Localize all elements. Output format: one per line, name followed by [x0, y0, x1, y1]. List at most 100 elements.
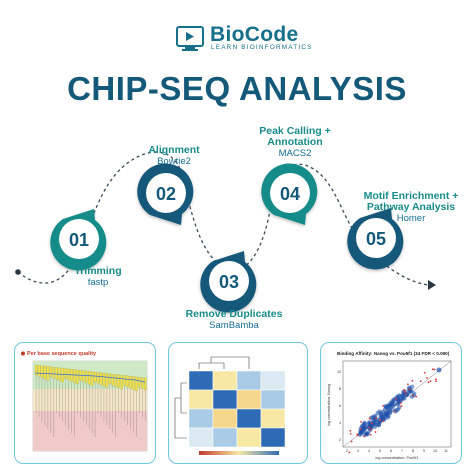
scatter-point	[412, 391, 417, 396]
scatter-point	[399, 402, 402, 404]
scatter-point	[405, 393, 407, 396]
heatmap-cell	[236, 427, 262, 448]
scatter-y-tick: 6	[339, 404, 341, 408]
quality-box	[108, 373, 112, 384]
scatter-point	[383, 411, 388, 417]
step-04-number: 04	[280, 184, 300, 204]
quality-box	[61, 368, 64, 383]
quality-box	[111, 374, 114, 386]
quality-box	[90, 371, 94, 386]
video-player-icon	[176, 26, 204, 51]
quality-box	[144, 377, 147, 391]
step-02-label: Alignment Bowtie2	[124, 144, 224, 167]
quality-mean-line	[34, 372, 146, 383]
scatter-x-tick: 6	[390, 449, 392, 453]
scatter-point	[362, 432, 367, 437]
step-01-tool: fastp	[87, 277, 109, 289]
quality-box	[76, 369, 79, 384]
quality-box	[99, 372, 103, 385]
scatter-x-tick: 4	[368, 449, 370, 453]
heatmap-cell	[260, 408, 286, 429]
scatter-point	[396, 400, 401, 406]
quality-box	[55, 367, 58, 380]
quality-box	[82, 370, 85, 382]
heatmap-cell	[212, 427, 238, 448]
scatter-point	[382, 420, 385, 422]
scatter-point	[378, 414, 383, 419]
scatter-point	[363, 435, 366, 438]
quality-box	[64, 368, 67, 379]
scatter-x-tick: 8	[412, 449, 414, 453]
scatter-point	[379, 419, 381, 422]
biocode-logo: BioCode LEARN BIOINFORMATICS	[176, 23, 311, 54]
quality-box	[135, 376, 138, 392]
scatter-point	[370, 422, 373, 425]
step-05-title-line-2: Pathway Analysis	[366, 201, 456, 214]
scatter-point	[394, 398, 397, 400]
quality-box	[43, 365, 47, 380]
step-04-label: Peak Calling + Annotation MACS2	[240, 125, 350, 160]
heatmap-color-key	[199, 451, 279, 455]
heatmap-cell	[236, 408, 262, 429]
quality-box	[138, 377, 141, 388]
scatter-point	[372, 418, 378, 423]
scatter-point	[374, 431, 377, 433]
quality-status-icon	[21, 351, 25, 356]
heatmap-cell	[260, 389, 286, 410]
path-start-dot	[15, 269, 21, 275]
quality-box	[114, 374, 117, 387]
scatter-point	[404, 390, 406, 393]
scatter-point	[360, 420, 362, 423]
path-end-arrow	[428, 280, 436, 290]
scatter-point	[359, 430, 364, 435]
heatmap-cell	[212, 389, 238, 410]
step-03-title: Remove Duplicates	[185, 308, 283, 320]
scatter-point	[433, 368, 436, 371]
scatter-point	[427, 381, 430, 384]
quality-box	[37, 365, 41, 377]
heatmap-cell	[188, 408, 214, 429]
step-03-number: 03	[219, 272, 239, 292]
scatter-ylabel: log concentration: Nanog	[327, 384, 331, 426]
step-04-title-line-1: Peak Calling +	[259, 125, 331, 137]
heatmap-cell	[188, 389, 214, 410]
scatter-plot: Binding Affinity: Nanog vs. Pou5f1 (34 F…	[327, 351, 452, 460]
scatter-point	[429, 380, 432, 383]
scatter-points	[348, 367, 442, 454]
heatmap-dendrogram-cols	[198, 356, 250, 369]
scatter-point	[435, 378, 437, 381]
quality-box	[34, 364, 38, 376]
heatmap-cell	[260, 427, 286, 448]
heatmap-plot	[174, 356, 286, 455]
scatter-point	[375, 417, 378, 419]
scatter-xlabel: log concentration: Pou5f1	[375, 456, 418, 460]
scatter-point	[382, 407, 388, 412]
logo-tagline: LEARN BIOINFORMATICS	[211, 44, 313, 51]
scatter-point	[350, 440, 353, 443]
heatmap-cells	[188, 370, 286, 448]
scatter-point	[393, 410, 396, 413]
step-04-tool: MACS2	[278, 148, 312, 160]
quality-panel: Per base sequence quality	[14, 342, 156, 464]
quality-box	[132, 376, 135, 390]
quality-plot-title: Per base sequence quality	[27, 351, 97, 357]
quality-box	[87, 371, 91, 385]
scatter-y-tick: 4	[339, 421, 341, 425]
quality-box	[49, 366, 53, 377]
step-01-title: Trimming	[74, 265, 122, 277]
step-02-number: 02	[156, 184, 176, 204]
scatter-point	[385, 415, 391, 420]
scatter-y-tick: 8	[339, 387, 341, 391]
scatter-point	[431, 368, 434, 371]
quality-box	[85, 370, 88, 384]
scatter-point	[423, 371, 426, 374]
scatter-title: Binding Affinity: Nanog vs. Pou5f1 (34 F…	[337, 351, 450, 356]
scatter-point	[392, 402, 397, 407]
scatter-point	[406, 383, 409, 386]
scatter-point	[368, 426, 371, 429]
heatmap-dendrogram-rows	[174, 382, 187, 439]
scatter-point	[411, 394, 414, 397]
page-title: CHIP-SEQ ANALYSIS	[67, 70, 407, 107]
quality-box	[96, 372, 100, 384]
